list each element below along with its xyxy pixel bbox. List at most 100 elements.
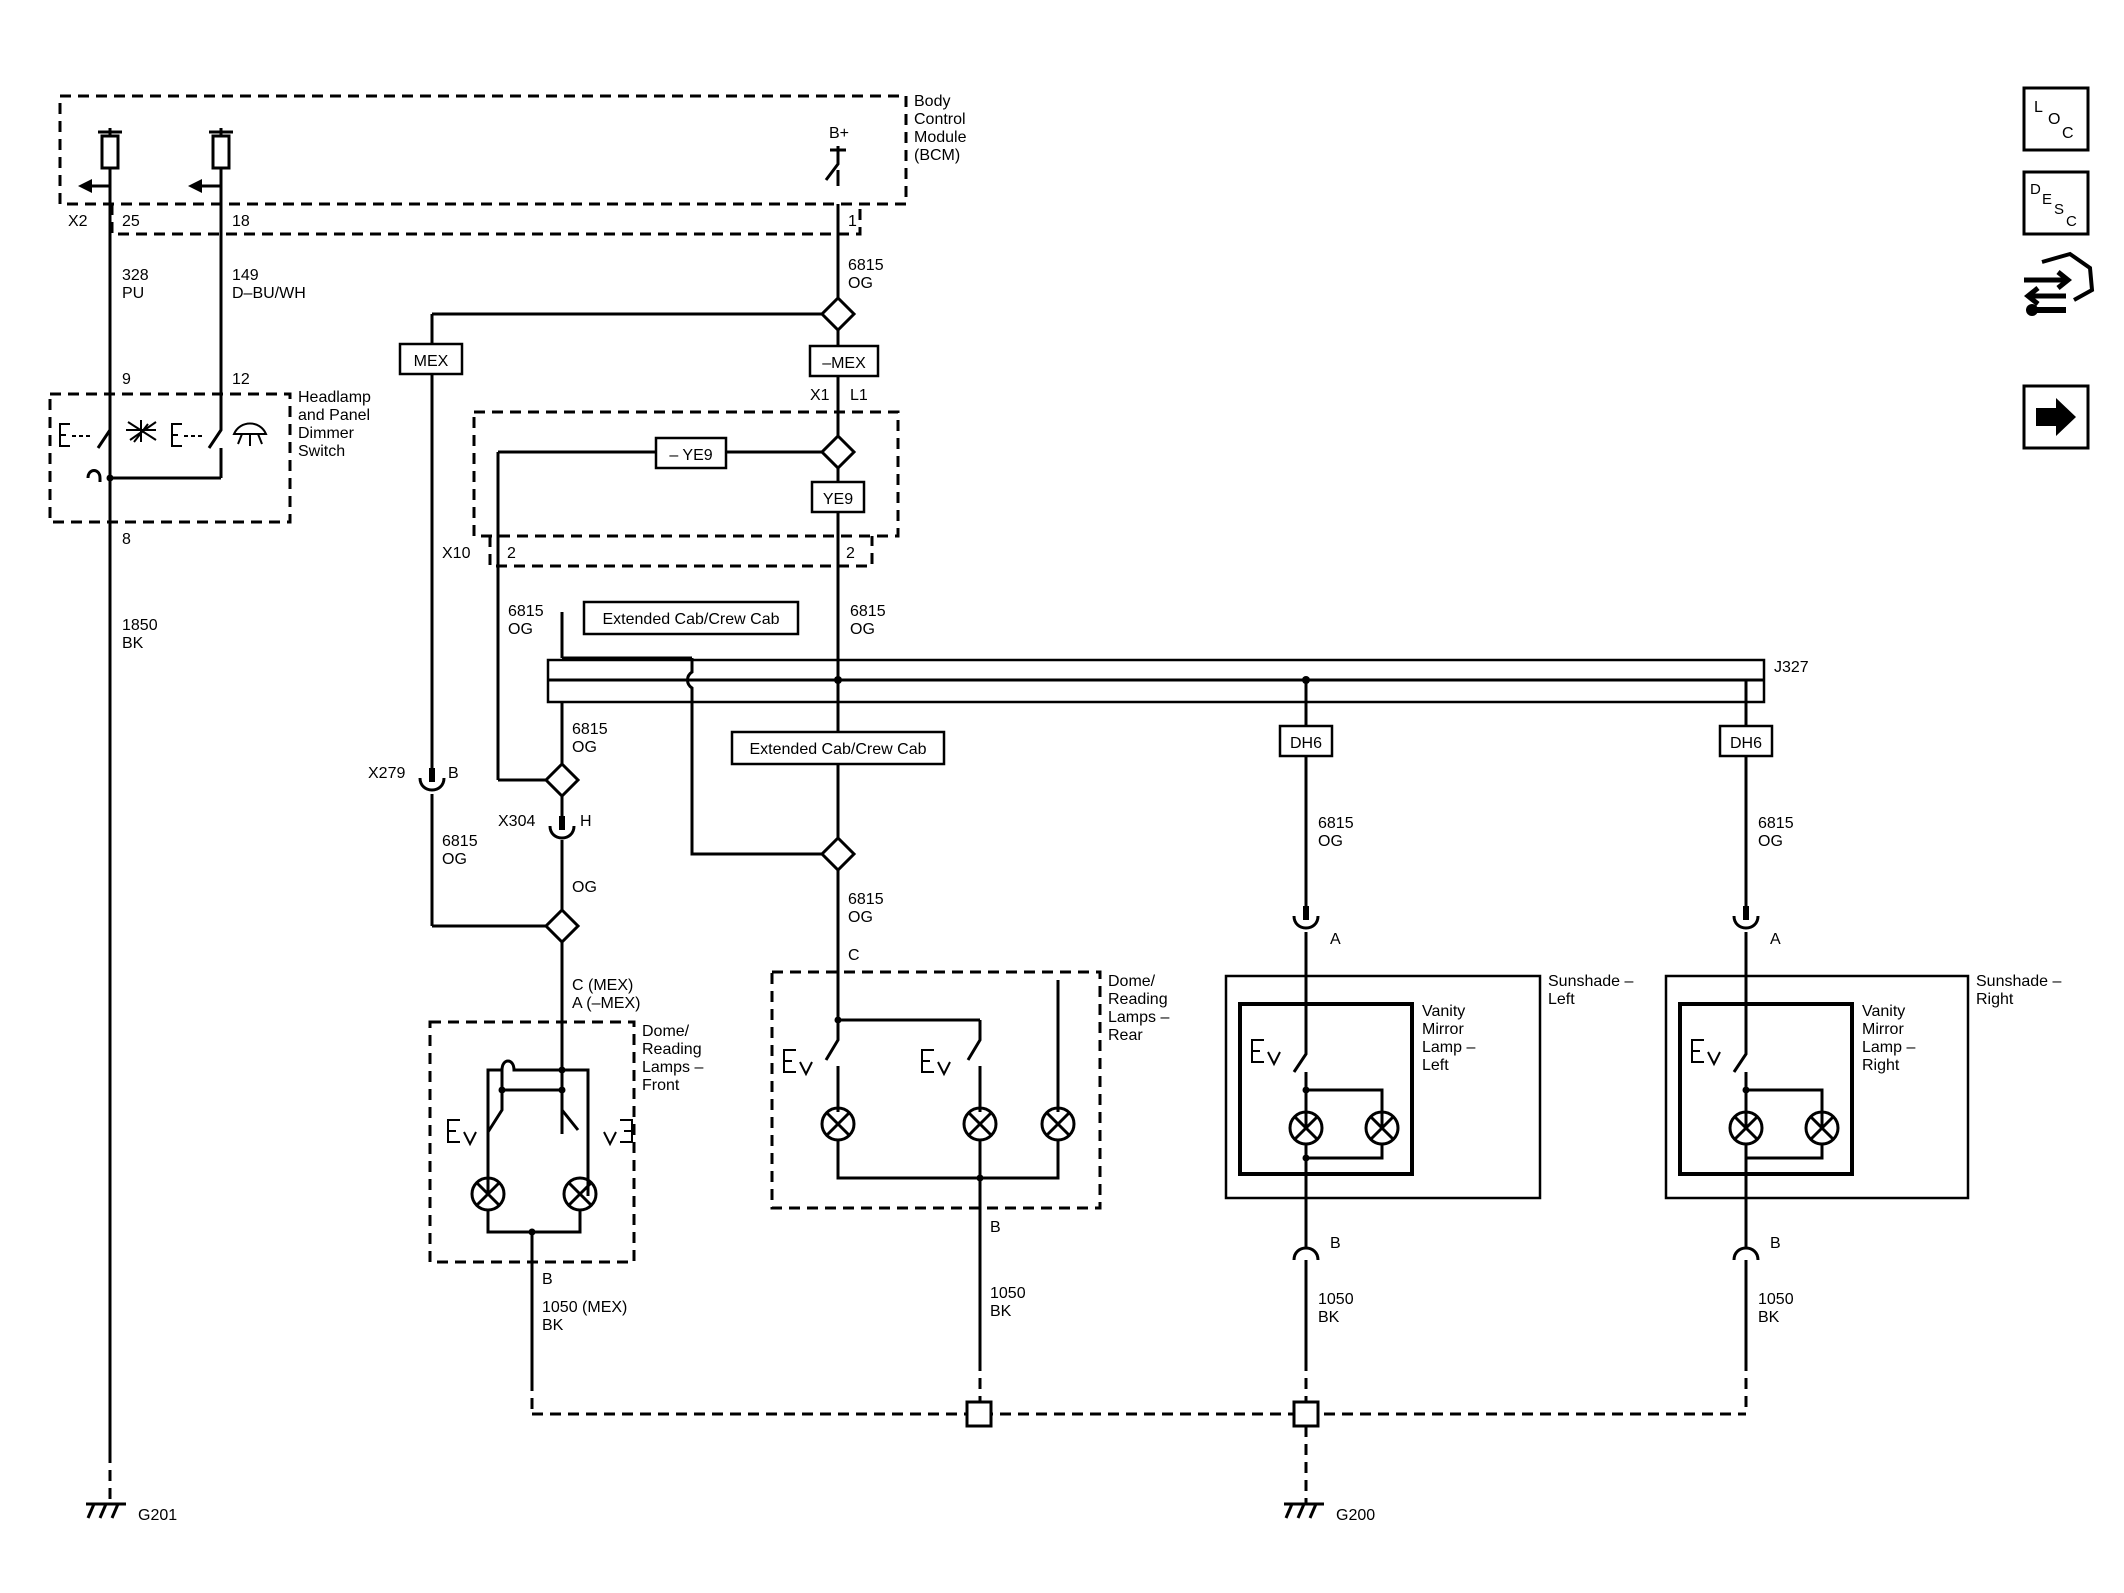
wire-328-number: 328 <box>122 267 149 284</box>
bcm-output-transistor <box>207 130 235 170</box>
dome-front-label-1: Dome/ <box>642 1023 690 1040</box>
bcm-pin-1: 1 <box>848 213 857 230</box>
dome-front-label-4: Front <box>642 1077 680 1094</box>
vanity-right-label-3: Lamp – <box>1862 1039 1915 1056</box>
x279-pin: B <box>448 765 459 782</box>
wire-1050-color: BK <box>1758 1309 1780 1326</box>
front-ground-pin: B <box>542 1271 553 1288</box>
wire-1050-color: BK <box>1318 1309 1340 1326</box>
vanity-right-label-4: Right <box>1862 1057 1900 1074</box>
connector-tools-icon[interactable] <box>2023 251 2095 316</box>
lamp-bulb-icon <box>962 1106 998 1142</box>
ev-actuator-icon <box>921 1049 951 1075</box>
rear-ground-pin: B <box>990 1219 1001 1236</box>
wire-label-color: OG <box>848 909 873 926</box>
desc-letter-d: D <box>2030 181 2041 198</box>
splice-pack <box>820 296 856 332</box>
wire-1050-color: BK <box>990 1303 1012 1320</box>
option-ext-cab-box: Extended Cab/Crew Cab <box>730 730 946 766</box>
switch-label-2: and Panel <box>298 407 370 424</box>
dome-rear-label-2: Reading <box>1108 991 1168 1008</box>
vanity-left-label-1: Vanity <box>1422 1003 1465 1020</box>
wire-1050-number: 1050 <box>1318 1291 1354 1308</box>
vanity-left-label-2: Mirror <box>1422 1021 1464 1038</box>
ext-cab-label: Extended Cab/Crew Cab <box>750 741 927 758</box>
ground-g201-icon <box>86 1502 126 1519</box>
loc-letter-c: C <box>2062 125 2074 142</box>
dome-front-label-2: Reading <box>642 1041 702 1058</box>
bcm-bplus-switch <box>824 156 840 181</box>
g200-label: G200 <box>1336 1507 1375 1524</box>
switch-label-4: Switch <box>298 443 345 460</box>
dome-lamp-rear: Dome/ Reading Lamps – Rear <box>770 970 1169 1210</box>
front-pin-mex: C (MEX) <box>572 977 633 994</box>
sunshade-left-connector-b <box>1292 1234 1320 1262</box>
dome-rear-label-3: Lamps – <box>1108 1009 1169 1026</box>
splice-pack <box>820 836 856 872</box>
switch-pin-12: 12 <box>232 371 250 388</box>
wire-label-number: 6815 <box>1318 815 1354 832</box>
e-actuator-icon <box>171 423 182 447</box>
x10-pin-a: 2 <box>507 545 516 562</box>
wire-label-color: OG <box>1758 833 1783 850</box>
vanity-right-label-1: Vanity <box>1862 1003 1905 1020</box>
sunshade-right: Sunshade – Right Vanity Mirror Lamp – Ri… <box>1664 932 2062 1200</box>
sunshade-left-label-2: Left <box>1548 991 1575 1008</box>
splice-pack <box>544 908 580 944</box>
wire-label-number: 6815 <box>442 833 478 850</box>
lamp-bulb-icon <box>562 1176 598 1212</box>
option-ext-cab-box: Extended Cab/Crew Cab <box>582 600 800 636</box>
dome-front-label-3: Lamps – <box>642 1059 703 1076</box>
desc-letter-e: E <box>2042 191 2052 208</box>
option-dh6-box: DH6 <box>1718 724 1774 758</box>
dome-rear-label-4: Rear <box>1108 1027 1143 1044</box>
x2-connector-label: X2 <box>68 213 88 230</box>
wire-1050-number: 1050 <box>1758 1291 1794 1308</box>
arrow-right-icon <box>2036 398 2076 436</box>
option-dh6-box: DH6 <box>1278 724 1334 758</box>
dome-lamp-front: Dome/ Reading Lamps – Front <box>428 1020 703 1264</box>
wire-1050-mex-number: 1050 (MEX) <box>542 1299 627 1316</box>
wire-label-color: OG <box>1318 833 1343 850</box>
sunshade-right-label-2: Right <box>1976 991 2014 1008</box>
desc-letter-s: S <box>2054 201 2064 218</box>
wire-label-number: 6815 <box>850 603 886 620</box>
j327-label: J327 <box>1774 659 1809 676</box>
lamp-bulb-icon <box>1040 1106 1076 1142</box>
wire-149-number: 149 <box>232 267 259 284</box>
og-label: OG <box>572 879 597 896</box>
switch-pin-8: 8 <box>122 531 131 548</box>
x279-connector-label: X279 <box>368 765 405 782</box>
wire-1050-number: 1050 <box>990 1285 1026 1302</box>
loc-letter-l: L <box>2034 99 2043 116</box>
sunshade-right-pin-a: A <box>1770 931 1781 948</box>
switch-label-1: Headlamp <box>298 389 371 406</box>
j327-harness: J327 <box>546 658 1809 704</box>
arrow-left-icon <box>78 179 92 193</box>
ext-cab-label: Extended Cab/Crew Cab <box>603 611 780 628</box>
ground-splice <box>1292 1400 1320 1428</box>
wire-6815-number: 6815 <box>848 257 884 274</box>
switch-pin-9: 9 <box>122 371 131 388</box>
sunshade-right-connector-a <box>1732 904 1760 930</box>
option-dh6-label: DH6 <box>1290 735 1322 752</box>
bcm-module: Body Control Module (BCM) B+ <box>58 93 967 236</box>
next-page-button[interactable] <box>2022 384 2090 450</box>
loc-letter-o: O <box>2048 111 2060 128</box>
description-button[interactable]: D E S C <box>2022 170 2090 236</box>
bcm-output-transistor <box>96 130 124 170</box>
location-button[interactable]: L O C <box>2022 86 2090 152</box>
headlamp-dimmer-switch: 9 12 8 Headlamp and Panel Dimmer Switch <box>48 371 371 548</box>
switch-label-3: Dimmer <box>298 425 355 442</box>
wire-label-color: OG <box>508 621 533 638</box>
ev-actuator-icon <box>1251 1039 1281 1065</box>
sunshade-left-label-1: Sunshade – <box>1548 973 1634 990</box>
splice-pack <box>820 434 856 470</box>
front-pin-neg-mex: A (–MEX) <box>572 995 640 1012</box>
bcm-label-3: Module <box>914 129 967 146</box>
x1-connector-label: X1 <box>810 387 830 404</box>
sunshade-right-pin-b: B <box>1770 1235 1781 1252</box>
wire-1850-number: 1850 <box>122 617 158 634</box>
lamp-bulb-icon <box>820 1106 856 1142</box>
